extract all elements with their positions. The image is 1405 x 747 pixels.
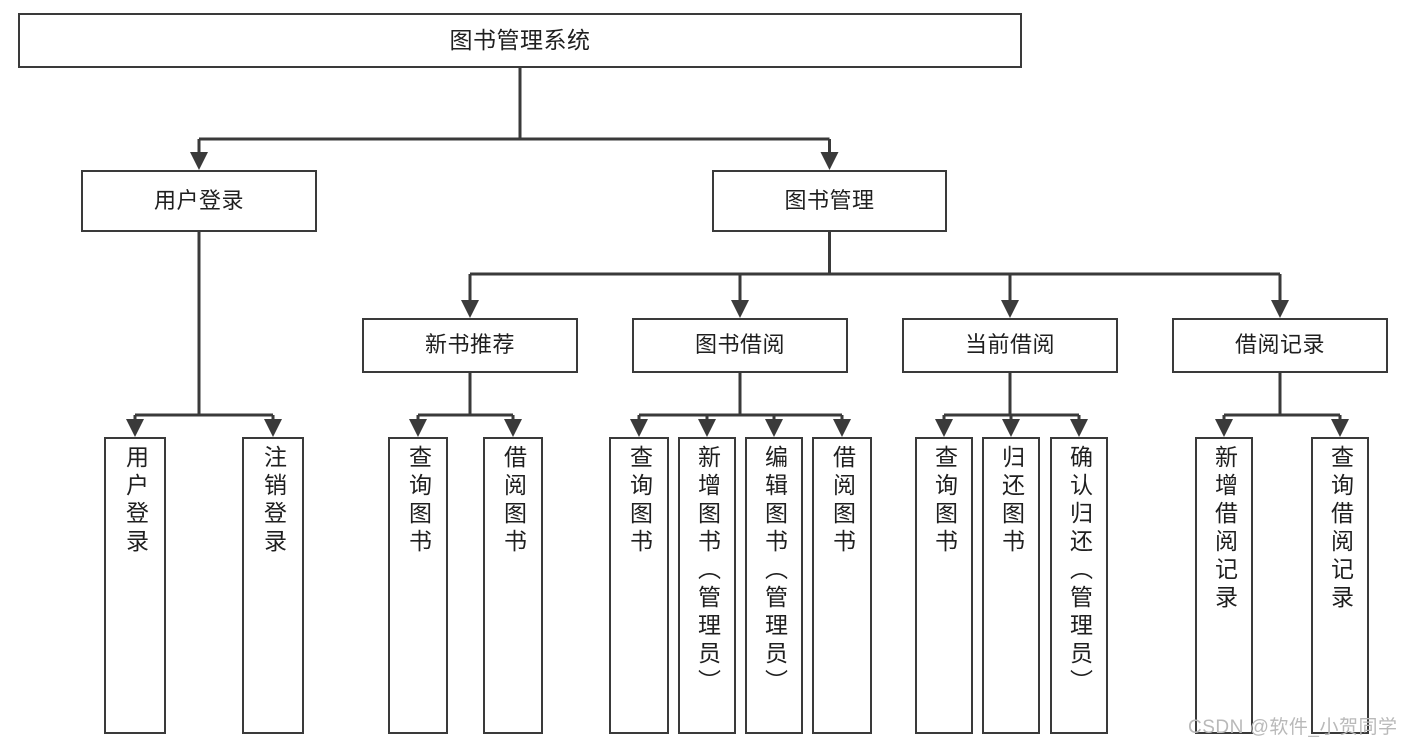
node-leaf_10[interactable]: 确认归还（管理员） <box>1050 437 1108 734</box>
node-label: 编辑图书（管理员） <box>761 445 788 697</box>
node-l2_2[interactable]: 当前借阅 <box>902 318 1118 373</box>
node-label: 借阅图书 <box>500 445 527 557</box>
watermark: CSDN @软件_小贺同学 <box>1188 717 1398 738</box>
node-label: 查询图书 <box>626 445 653 557</box>
arrowhead-icon <box>190 152 208 170</box>
arrowhead-icon <box>1002 419 1020 437</box>
arrowhead-icon <box>1271 300 1289 318</box>
connector-group-l1_0 <box>126 232 282 437</box>
arrowhead-icon <box>935 419 953 437</box>
arrowhead-icon <box>504 419 522 437</box>
arrowhead-icon <box>765 419 783 437</box>
node-leaf_12[interactable]: 查询借阅记录 <box>1311 437 1369 734</box>
node-label: 新书推荐 <box>424 332 515 358</box>
node-label: 归还图书 <box>998 445 1025 557</box>
node-label: 用户登录 <box>153 187 244 213</box>
node-label: 新增借阅记录 <box>1211 445 1238 613</box>
arrowhead-icon <box>698 419 716 437</box>
node-l2_0[interactable]: 新书推荐 <box>362 318 578 373</box>
node-label: 查询图书 <box>405 445 432 557</box>
arrowhead-icon <box>820 152 839 170</box>
node-l1_1[interactable]: 图书管理 <box>712 170 947 232</box>
node-label: 借阅记录 <box>1234 332 1325 358</box>
arrowhead-icon <box>630 419 648 437</box>
node-leaf_7[interactable]: 借阅图书 <box>812 437 872 734</box>
connector-group-root <box>190 68 839 170</box>
arrowhead-icon <box>461 300 479 318</box>
node-l2_3[interactable]: 借阅记录 <box>1172 318 1388 373</box>
node-leaf_1[interactable]: 注销登录 <box>242 437 304 734</box>
node-l2_1[interactable]: 图书借阅 <box>632 318 848 373</box>
node-leaf_0[interactable]: 用户登录 <box>104 437 166 734</box>
arrowhead-icon <box>833 419 851 437</box>
node-leaf_11[interactable]: 新增借阅记录 <box>1195 437 1253 734</box>
connector-group-l2_0 <box>409 373 522 437</box>
node-label: 图书管理系统 <box>449 26 591 53</box>
arrowhead-icon <box>1215 419 1233 437</box>
node-label: 注销登录 <box>260 445 287 557</box>
node-label: 当前借阅 <box>964 332 1055 358</box>
node-l1_0[interactable]: 用户登录 <box>81 170 317 232</box>
arrowhead-icon <box>126 419 144 437</box>
node-label: 借阅图书 <box>829 445 856 557</box>
node-leaf_3[interactable]: 借阅图书 <box>483 437 543 734</box>
node-leaf_9[interactable]: 归还图书 <box>982 437 1040 734</box>
connector-group-l2_1 <box>630 373 851 437</box>
connector-group-l1_1 <box>461 232 1289 318</box>
node-label: 图书借阅 <box>694 332 785 358</box>
node-label: 用户登录 <box>122 445 149 557</box>
arrowhead-icon <box>1001 300 1019 318</box>
node-leaf_6[interactable]: 编辑图书（管理员） <box>745 437 803 734</box>
node-leaf_5[interactable]: 新增图书（管理员） <box>678 437 736 734</box>
connector-group-l2_2 <box>935 373 1088 437</box>
arrowhead-icon <box>264 419 282 437</box>
node-label: 新增图书（管理员） <box>694 445 721 697</box>
node-leaf_2[interactable]: 查询图书 <box>388 437 448 734</box>
arrowhead-icon <box>731 300 749 318</box>
arrowhead-icon <box>409 419 427 437</box>
node-label: 查询图书 <box>931 445 958 557</box>
node-label: 确认归还（管理员） <box>1066 445 1093 697</box>
node-label: 图书管理 <box>784 187 875 213</box>
node-leaf_4[interactable]: 查询图书 <box>609 437 669 734</box>
arrowhead-icon <box>1070 419 1088 437</box>
connector-group-l2_3 <box>1215 373 1349 437</box>
node-label: 查询借阅记录 <box>1327 445 1354 613</box>
arrowhead-icon <box>1331 419 1349 437</box>
node-leaf_8[interactable]: 查询图书 <box>915 437 973 734</box>
node-root[interactable]: 图书管理系统 <box>18 13 1022 68</box>
